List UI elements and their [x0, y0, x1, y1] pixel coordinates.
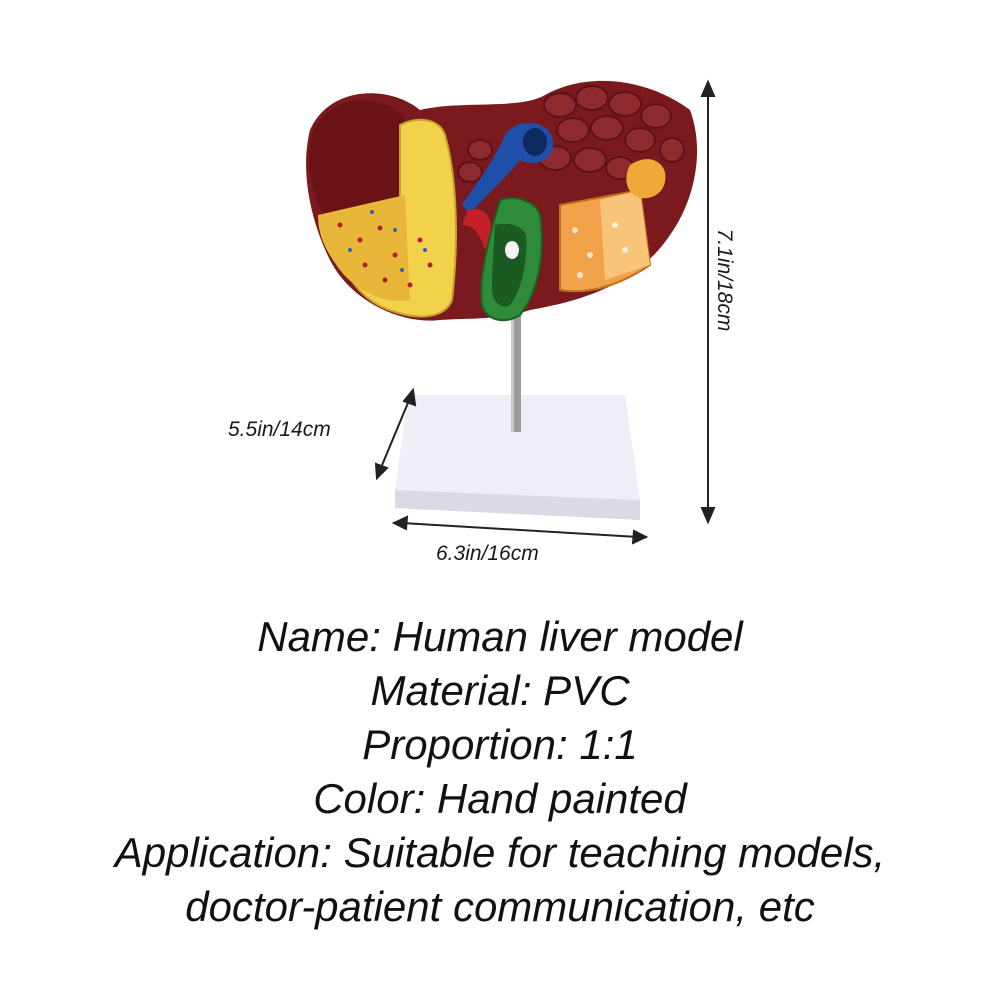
- stand-rod: [511, 300, 521, 432]
- liver-model-illustration: [306, 79, 716, 545]
- depth-dimension-arrow: [374, 387, 417, 481]
- spec-application: Application: Suitable for teaching model…: [114, 829, 886, 876]
- height-dimension-text: 7.1in/18cm: [713, 228, 736, 332]
- height-dimension-label: 7.1in/18cm: [713, 160, 736, 400]
- liver-model: [306, 80, 698, 322]
- spec-application-continued: doctor-patient communication, etc: [185, 883, 815, 930]
- spec-color: Color: Hand painted: [313, 775, 687, 822]
- height-dimension-arrow: [700, 79, 716, 525]
- product-specs: Name: Human liver model Material: PVC Pr…: [0, 610, 1000, 934]
- spec-proportion: Proportion: 1:1: [362, 721, 638, 768]
- display-base: [395, 395, 640, 520]
- width-dimension-label: 6.3in/16cm: [436, 542, 539, 565]
- spec-name: Name: Human liver model: [257, 613, 743, 660]
- spec-material: Material: PVC: [370, 667, 630, 714]
- depth-dimension-label: 5.5in/14cm: [228, 418, 331, 441]
- width-dimension-arrow: [391, 515, 649, 545]
